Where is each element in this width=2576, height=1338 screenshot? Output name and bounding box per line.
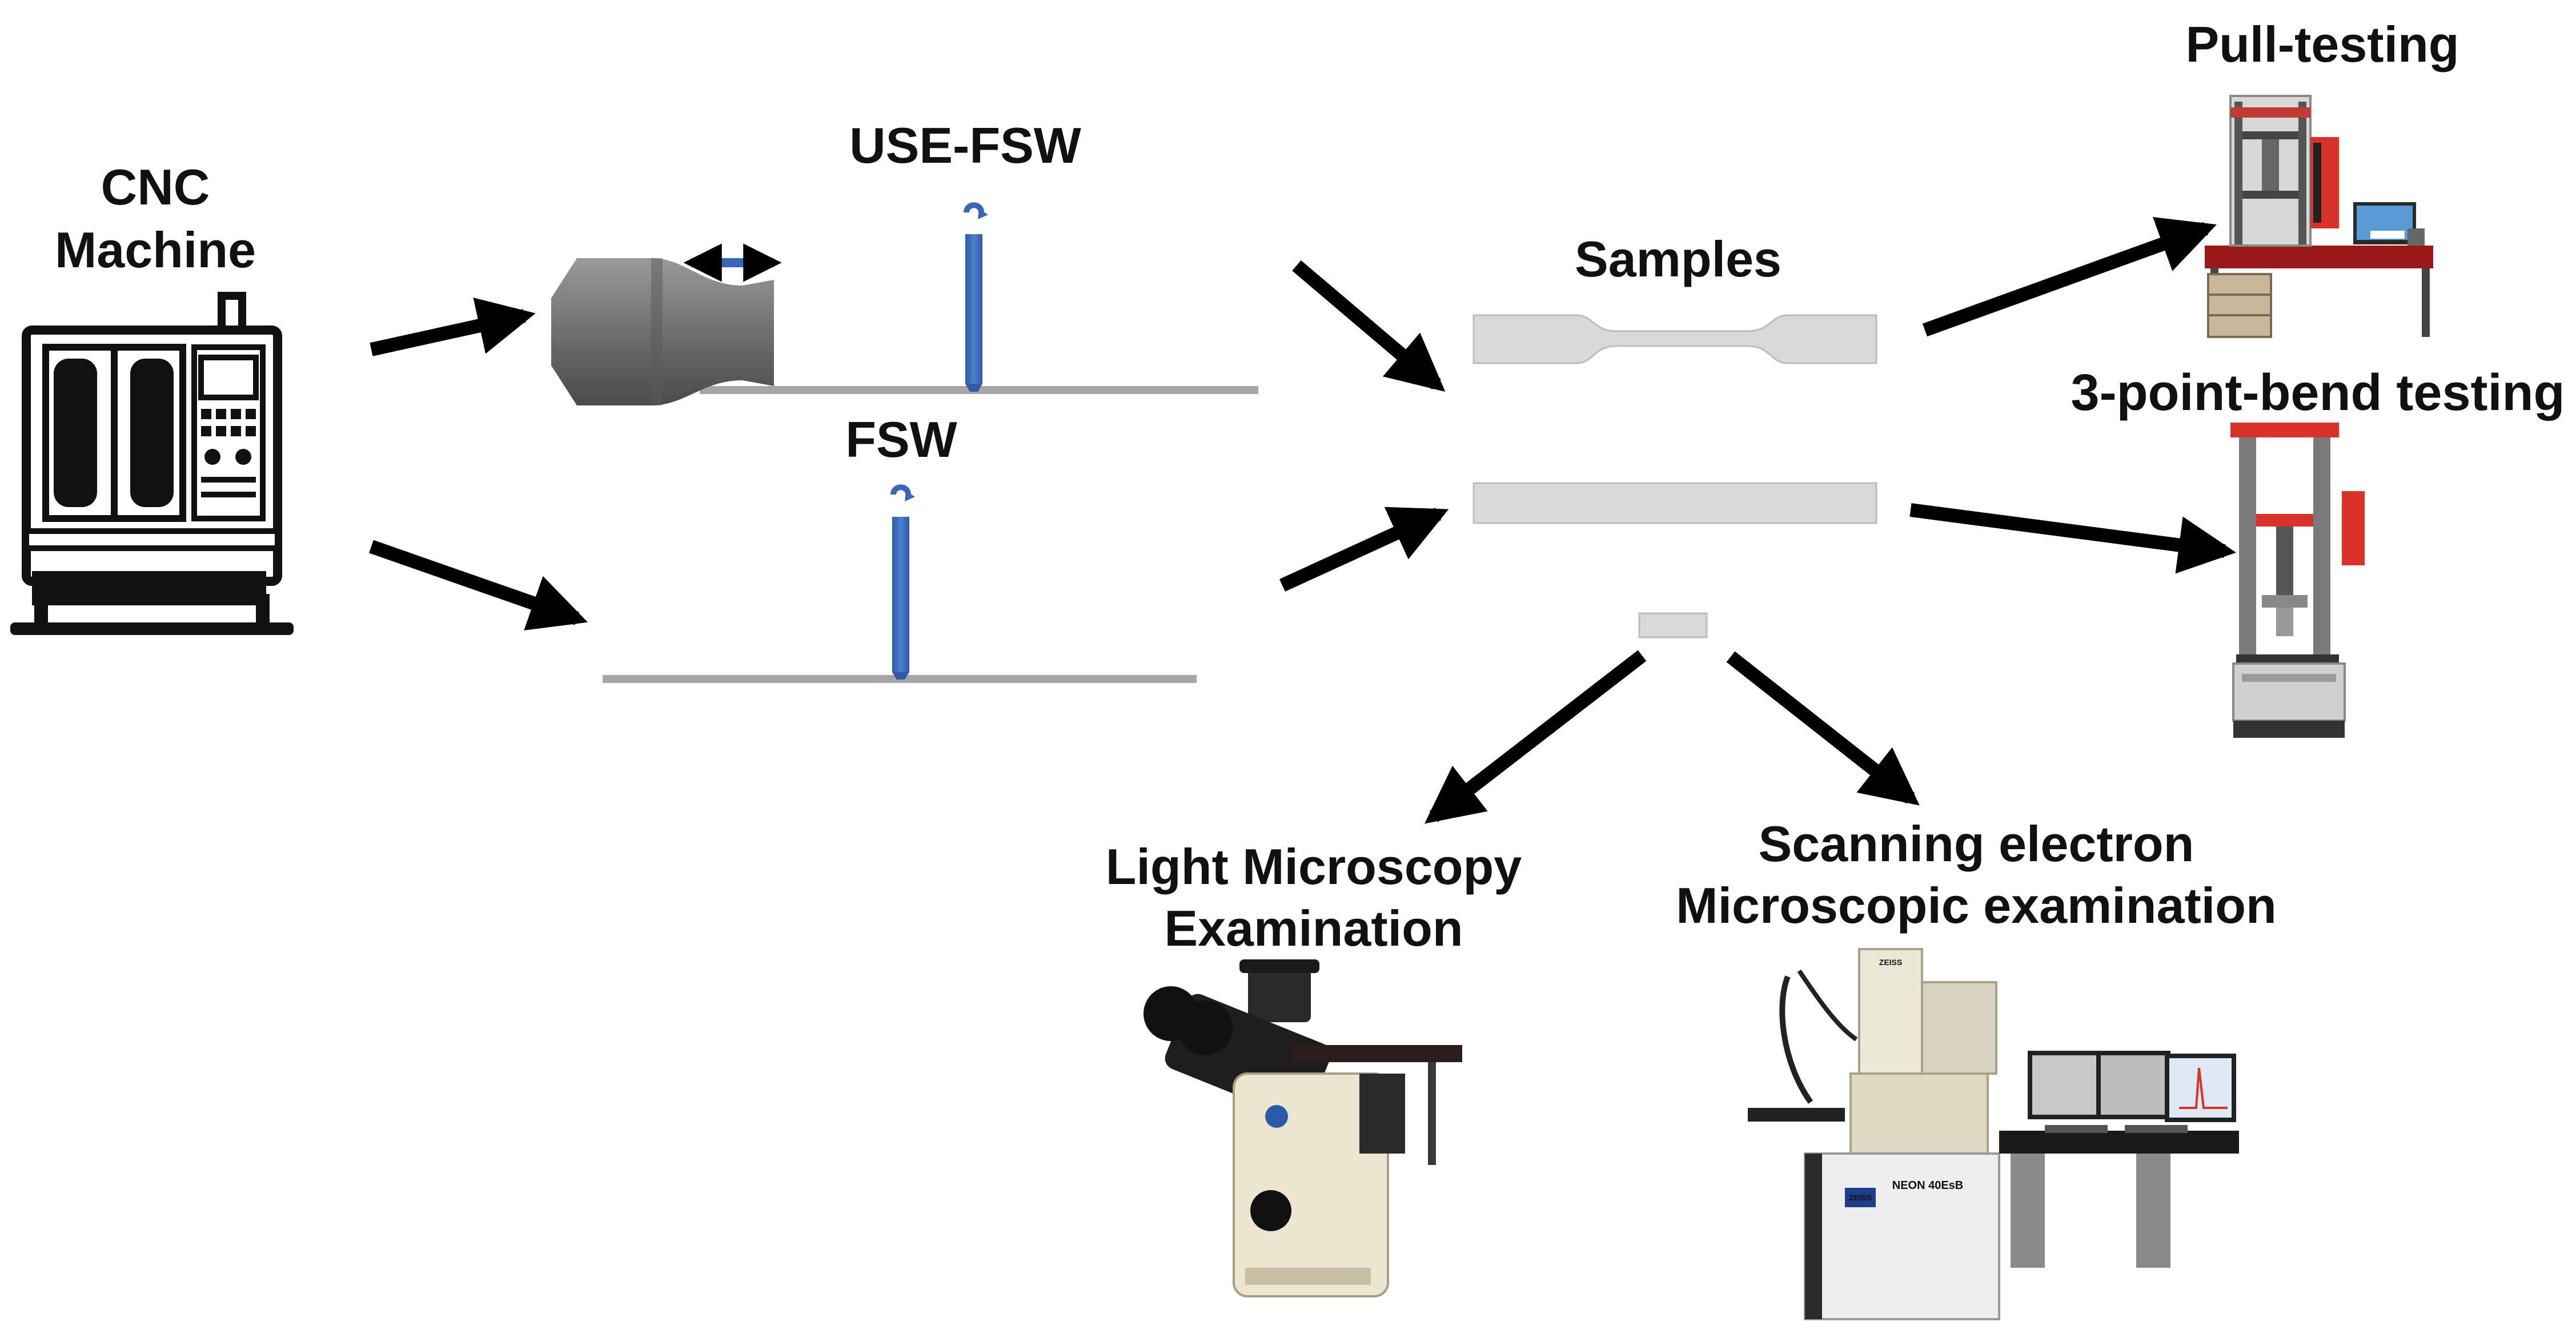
- light-microscopy-label-line1: Light Microscopy: [1106, 838, 1522, 895]
- fsw-tool-icon: [890, 484, 915, 680]
- arrow-use-fsw-to-samples: [1292, 260, 1446, 392]
- sem-column-brand: ZEISS: [1879, 958, 1902, 967]
- fsw-label: FSW: [845, 411, 957, 468]
- light-microscopy: Light Microscopy Examination: [1106, 838, 1522, 1297]
- sem-examination: Scanning electron Microscopic examinatio…: [1676, 815, 2277, 1320]
- sem-label-line2: Microscopic examination: [1676, 877, 2276, 934]
- light-microscope-icon: [1143, 959, 1462, 1297]
- scanning-electron-microscope-icon: ZEISS ZEISS NEON 40EsB: [1748, 948, 2239, 1320]
- ultrasonic-sonotrode-icon: [551, 243, 782, 405]
- pull-testing: Pull-testing: [2185, 16, 2459, 338]
- bend-sample-bar: [1472, 482, 1877, 524]
- arrow-fsw-to-samples: [1279, 507, 1449, 592]
- light-microscopy-label-line2: Examination: [1164, 900, 1463, 957]
- bend-testing-label: 3-point-bend testing: [2071, 364, 2565, 421]
- use-fsw-workpiece-plate: [700, 386, 1258, 394]
- pull-testing-machine-icon: [2205, 95, 2433, 338]
- samples-label: Samples: [1575, 231, 1781, 287]
- use-fsw-setup: USE-FSW: [551, 117, 1258, 405]
- sem-brand-label: ZEISS: [1849, 1193, 1872, 1202]
- bend-testing: 3-point-bend testing: [2071, 364, 2565, 738]
- cnc-machine-icon: [10, 292, 294, 635]
- cnc-label-line1: CNC: [101, 159, 210, 215]
- arrow-cnc-to-use-fsw: [370, 298, 536, 356]
- sem-model-label: NEON 40EsB: [1892, 1179, 1964, 1192]
- dogbone-tensile-sample: [1472, 314, 1877, 364]
- cnc-label-line2: Machine: [55, 222, 256, 278]
- sem-label-line1: Scanning electron: [1759, 815, 2194, 872]
- arrow-samples-to-bend-testing: [1909, 503, 2236, 574]
- arrow-samples-to-sem: [1726, 651, 1920, 806]
- samples: Samples: [1472, 231, 1877, 638]
- arrow-samples-to-light-microscopy: [1425, 650, 1647, 824]
- bend-testing-machine-icon: [2230, 423, 2365, 738]
- arrows: [369, 217, 2236, 824]
- arrow-samples-to-pull-testing: [1922, 217, 2217, 337]
- fsw-setup: FSW: [603, 411, 1197, 683]
- use-fsw-label: USE-FSW: [849, 117, 1081, 174]
- use-fsw-tool-icon: [964, 202, 988, 392]
- microscopy-sample: [1638, 612, 1708, 638]
- pull-testing-label: Pull-testing: [2185, 16, 2459, 73]
- arrow-cnc-to-fsw: [369, 540, 588, 630]
- cnc-machine: CNC Machine: [10, 159, 294, 635]
